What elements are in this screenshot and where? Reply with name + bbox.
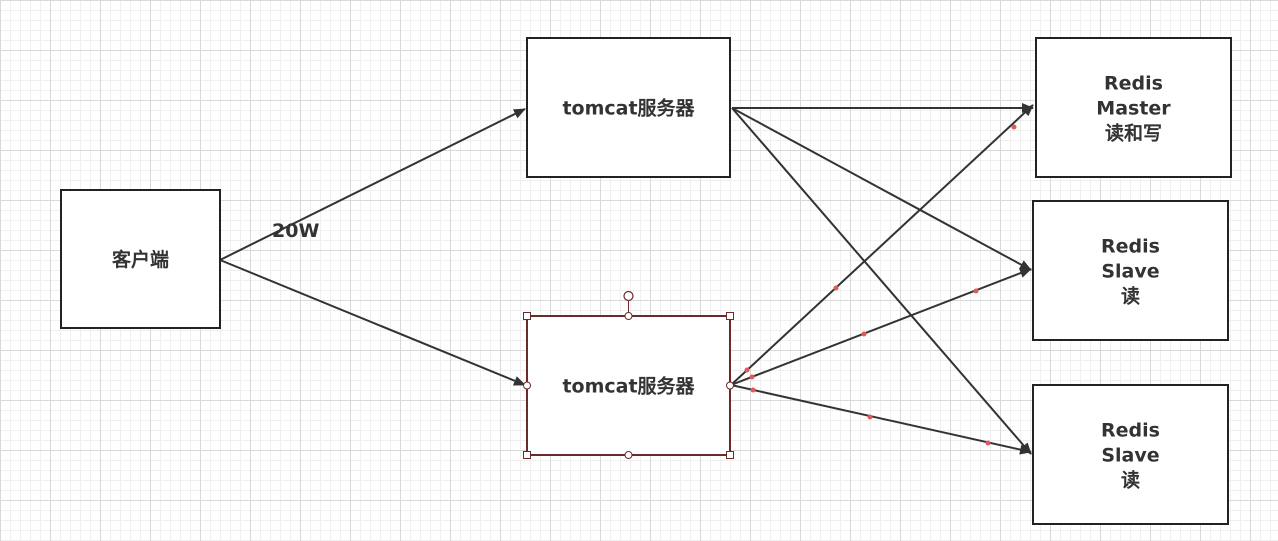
edge-tomcat_top-to-redis_slave_2[interactable]	[731, 107, 1032, 455]
node-label: 读	[1121, 285, 1140, 308]
edge-tomcat_top-to-redis_slave_1[interactable]	[731, 107, 1032, 271]
node-tomcat-bottom[interactable]: tomcat服务器	[526, 315, 731, 456]
connection-point[interactable]	[523, 381, 531, 390]
node-client[interactable]: 客户端	[60, 189, 221, 329]
node-box[interactable]	[526, 37, 731, 178]
edge-client-to-tomcat_top[interactable]: 20W	[219, 108, 526, 261]
edge-tomcat_bottom-to-redis_slave_1[interactable]	[730, 268, 1032, 386]
node-label: Redis	[1101, 420, 1160, 442]
waypoint-handle[interactable]	[744, 367, 750, 373]
node-label: 客户端	[112, 248, 169, 271]
resize-handle[interactable]	[523, 451, 531, 459]
node-label: Slave	[1101, 261, 1159, 283]
node-label: Redis	[1101, 236, 1160, 258]
node-label: 读	[1121, 469, 1140, 492]
connector-line[interactable]	[731, 107, 1032, 271]
waypoint-handle[interactable]	[861, 331, 867, 337]
waypoint-handle[interactable]	[833, 285, 839, 291]
edge-label: 20W	[272, 220, 319, 242]
node-box[interactable]	[1035, 37, 1232, 178]
node-box[interactable]	[60, 189, 221, 329]
edge-tomcat_bottom-to-redis_slave_2[interactable]	[730, 384, 1032, 455]
connector-line[interactable]	[730, 104, 1034, 386]
selection-handles	[523, 290, 734, 459]
connector-line[interactable]	[219, 259, 526, 386]
node-label: tomcat服务器	[562, 97, 695, 120]
node-label: 读和写	[1105, 122, 1162, 145]
connection-point[interactable]	[624, 312, 633, 320]
nodes-layer: 客户端tomcat服务器tomcat服务器RedisMaster读和写Redis…	[60, 37, 1232, 525]
edge-tomcat_bottom-to-redis_master[interactable]	[730, 104, 1034, 386]
node-tomcat-top[interactable]: tomcat服务器	[526, 37, 731, 178]
node-label: tomcat服务器	[562, 375, 695, 398]
rotate-handle[interactable]	[623, 290, 634, 302]
node-box[interactable]	[1032, 200, 1229, 341]
connection-point[interactable]	[726, 381, 734, 390]
resize-handle[interactable]	[726, 451, 734, 459]
waypoint-handle[interactable]	[749, 374, 755, 380]
waypoint-handle[interactable]	[1011, 124, 1017, 130]
connector-line[interactable]	[219, 108, 526, 261]
connection-point[interactable]	[624, 451, 633, 459]
edges-layer: 20W	[219, 103, 1034, 455]
node-label: Master	[1096, 98, 1171, 120]
resize-handle[interactable]	[726, 312, 734, 320]
connector-line[interactable]	[730, 268, 1032, 386]
waypoint-handle[interactable]	[985, 440, 991, 446]
waypoint-handle[interactable]	[973, 288, 979, 294]
waypoint-handle[interactable]	[867, 414, 873, 420]
edge-client-to-tomcat_bottom[interactable]	[219, 259, 526, 386]
node-box[interactable]	[1032, 384, 1229, 525]
node-label: Redis	[1104, 73, 1163, 95]
connector-line[interactable]	[731, 107, 1032, 455]
waypoint-handle[interactable]	[750, 387, 756, 393]
resize-handle[interactable]	[523, 312, 531, 320]
connector-line[interactable]	[730, 384, 1032, 455]
node-label: Slave	[1101, 445, 1159, 467]
